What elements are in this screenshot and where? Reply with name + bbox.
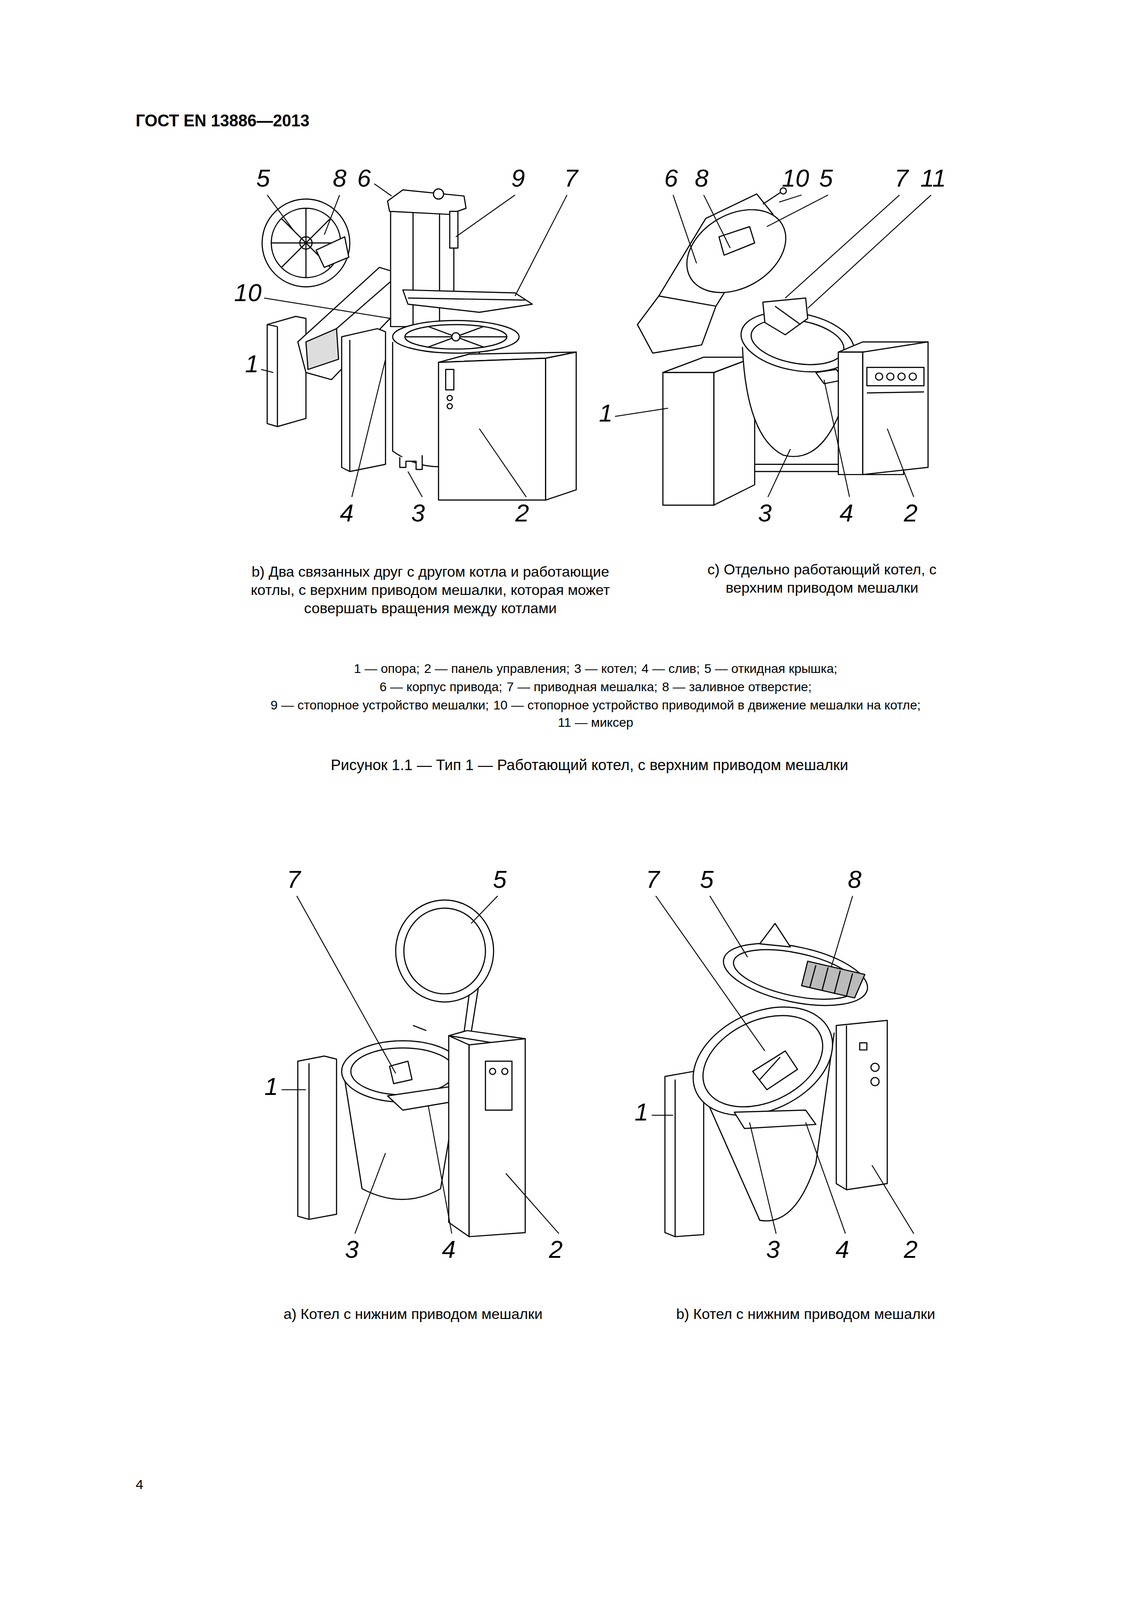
callout-number: 7 bbox=[894, 163, 909, 195]
subfigure-caption: b) Два связанных друг с другом котла и р… bbox=[238, 562, 623, 618]
callout-number: 5 bbox=[700, 863, 714, 895]
key-item: 6 — корпус привода; bbox=[379, 678, 503, 695]
callout-number: 8 bbox=[695, 163, 709, 195]
key-row: 9 — стопорное устройство мешалки;10 — ст… bbox=[270, 696, 921, 713]
callout-number: 2 bbox=[903, 1234, 918, 1266]
key-item: 2 — панель управления; bbox=[424, 659, 570, 676]
callout-number: 8 bbox=[332, 163, 347, 195]
callout-number: 5 bbox=[492, 863, 507, 895]
callout-number: 2 bbox=[515, 497, 530, 529]
key-item: 5 — откидная крышка; bbox=[704, 659, 838, 676]
key-item: 4 — слив; bbox=[641, 659, 701, 676]
key-item: 3 — котел; bbox=[574, 659, 638, 676]
callout-number: 1 bbox=[598, 397, 613, 429]
key-row: 6 — корпус привода;7 — приводная мешалка… bbox=[379, 678, 812, 695]
callout-number: 7 bbox=[645, 863, 660, 895]
callout-number: 9 bbox=[511, 163, 525, 195]
callout-number: 3 bbox=[411, 497, 426, 529]
callout-number: 3 bbox=[757, 497, 772, 529]
callout-number: 7 bbox=[564, 163, 578, 195]
callout-number: 5 bbox=[819, 163, 833, 195]
callout-number: 8 bbox=[847, 863, 862, 895]
key-row: 11 — миксер bbox=[557, 714, 633, 731]
callout-number: 4 bbox=[839, 497, 854, 529]
key-item: 8 — заливное отверстие; bbox=[662, 678, 812, 695]
key-item: 1 — опора; bbox=[353, 659, 420, 676]
single-kettle-figure bbox=[637, 187, 929, 505]
key-row: 1 — опора;2 — панель управления;3 — коте… bbox=[353, 659, 838, 676]
callout-number: 4 bbox=[441, 1234, 456, 1266]
callout-number: 1 bbox=[244, 348, 259, 380]
callout-number: 10 bbox=[233, 277, 262, 309]
bottom-drive-kettle-figure bbox=[297, 899, 526, 1237]
page-number: 4 bbox=[135, 1475, 144, 1493]
callout-number: 6 bbox=[664, 163, 678, 195]
callout-number: 2 bbox=[903, 497, 918, 529]
tilted-kettle-figure bbox=[664, 923, 888, 1237]
callout-number: 2 bbox=[549, 1234, 563, 1266]
callout-number: 3 bbox=[344, 1234, 359, 1266]
page-header: ГОСТ EN 13886—2013 bbox=[135, 109, 310, 131]
key-item: 11 — миксер bbox=[557, 714, 633, 731]
key-item: 7 — приводная мешалка; bbox=[506, 678, 658, 695]
callout-number: 3 bbox=[766, 1234, 780, 1266]
callout-number: 6 bbox=[357, 163, 371, 195]
key-item: 9 — стопорное устройство мешалки; bbox=[270, 696, 489, 713]
callout-number: 4 bbox=[339, 497, 354, 529]
callout-number: 1 bbox=[264, 1070, 279, 1102]
callout-number: 7 bbox=[286, 863, 301, 895]
callout-number: 10 bbox=[781, 163, 810, 195]
callout-number: 11 bbox=[920, 163, 946, 195]
subfigure-caption: c) Отдельно работающий котел, с верхним … bbox=[693, 560, 951, 597]
subfigure-caption: b) Котел с нижним приводом мешалки bbox=[676, 1304, 936, 1323]
subfigure-caption: a) Котел с нижним приводом мешалки bbox=[283, 1304, 543, 1323]
callout-number: 4 bbox=[835, 1234, 850, 1266]
key-item: 10 — стопорное устройство приводимой в д… bbox=[493, 696, 921, 713]
figure-caption: Рисунок 1.1 — Тип 1 — Работающий котел, … bbox=[330, 755, 849, 775]
callout-number: 5 bbox=[256, 163, 270, 195]
kettle-pair-figure bbox=[262, 188, 577, 500]
leader-lines bbox=[260, 183, 931, 1234]
callout-number: 1 bbox=[634, 1096, 649, 1128]
